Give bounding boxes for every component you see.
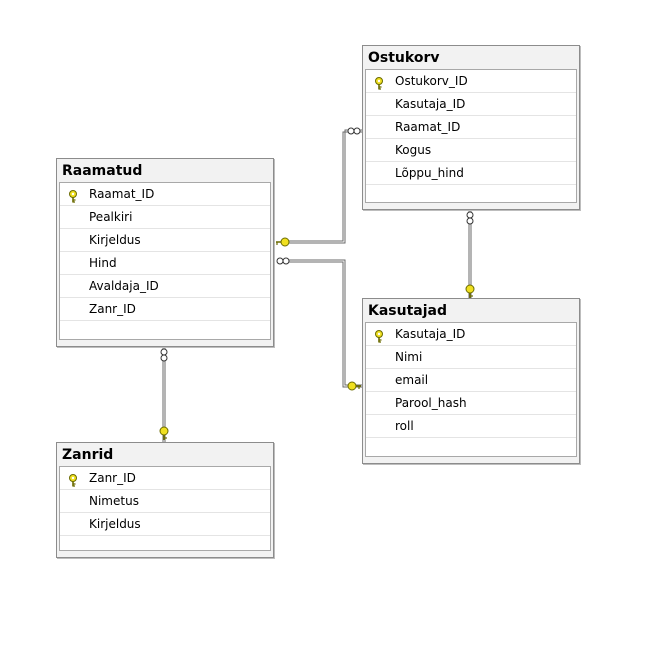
column-name: Zanr_ID	[89, 471, 136, 485]
column-row[interactable]: Avaldaja_ID	[60, 275, 270, 298]
column-row[interactable]: Zanr_ID	[60, 298, 270, 321]
column-row[interactable]: Lõppu_hind	[366, 162, 576, 185]
column-row[interactable]: Kogus	[366, 139, 576, 162]
column-name: roll	[395, 419, 414, 433]
key-icon	[276, 237, 290, 247]
column-row[interactable]: Parool_hash	[366, 392, 576, 415]
column-name: Kogus	[395, 143, 432, 157]
primary-key-icon	[374, 328, 384, 343]
relationship-raamatud-kasutajad[interactable]	[276, 257, 362, 391]
column-name: Ostukorv_ID	[395, 74, 468, 88]
column-row[interactable]: Raamat_ID	[60, 183, 270, 206]
column-row[interactable]: Kirjeldus	[60, 513, 270, 536]
column-name: Hind	[89, 256, 117, 270]
column-name: Zanr_ID	[89, 302, 136, 316]
column-name: email	[395, 373, 429, 387]
infinity-icon	[466, 211, 474, 225]
key-icon	[347, 381, 361, 391]
primary-key-icon	[68, 188, 78, 203]
column-row[interactable]: Nimetus	[60, 490, 270, 513]
infinity-icon	[160, 348, 168, 362]
column-name: Lõppu_hind	[395, 166, 464, 180]
infinity-icon	[276, 257, 290, 265]
column-name: Kasutaja_ID	[395, 97, 466, 111]
column-row[interactable]: roll	[366, 415, 576, 438]
column-row[interactable]: Kirjeldus	[60, 229, 270, 252]
column-row[interactable]: Nimi	[366, 346, 576, 369]
relationship-ostukorv-raamatud[interactable]	[276, 127, 362, 247]
table-title[interactable]: Raamatud	[57, 159, 273, 181]
infinity-icon	[347, 127, 361, 135]
table-title[interactable]: Kasutajad	[363, 299, 579, 321]
column-row[interactable]: Ostukorv_ID	[366, 70, 576, 93]
column-row[interactable]: Zanr_ID	[60, 467, 270, 490]
column-name: Nimetus	[89, 494, 139, 508]
table-title[interactable]: Zanrid	[57, 443, 273, 465]
column-name: Nimi	[395, 350, 423, 364]
column-row[interactable]: email	[366, 369, 576, 392]
key-icon	[465, 284, 475, 298]
column-name: Parool_hash	[395, 396, 467, 410]
column-row[interactable]: Hind	[60, 252, 270, 275]
table-ostukorv[interactable]: Ostukorv Ostukorv_ID Kasutaja_ID Raamat_ID…	[362, 45, 580, 210]
column-row[interactable]: Kasutaja_ID	[366, 323, 576, 346]
column-row[interactable]: Raamat_ID	[366, 116, 576, 139]
column-name: Raamat_ID	[89, 187, 155, 201]
primary-key-icon	[374, 75, 384, 90]
primary-key-icon	[68, 472, 78, 487]
table-title[interactable]: Ostukorv	[363, 46, 579, 68]
column-name: Pealkiri	[89, 210, 133, 224]
key-icon	[159, 426, 169, 440]
relationship-ostukorv-kasutajad[interactable]	[465, 210, 475, 298]
column-name: Avaldaja_ID	[89, 279, 159, 293]
column-row[interactable]: Kasutaja_ID	[366, 93, 576, 116]
relationship-raamatud-zanrid[interactable]	[159, 347, 169, 443]
column-name: Kirjeldus	[89, 517, 141, 531]
column-name: Kirjeldus	[89, 233, 141, 247]
column-name: Kasutaja_ID	[395, 327, 466, 341]
column-name: Raamat_ID	[395, 120, 461, 134]
column-row[interactable]: Pealkiri	[60, 206, 270, 229]
